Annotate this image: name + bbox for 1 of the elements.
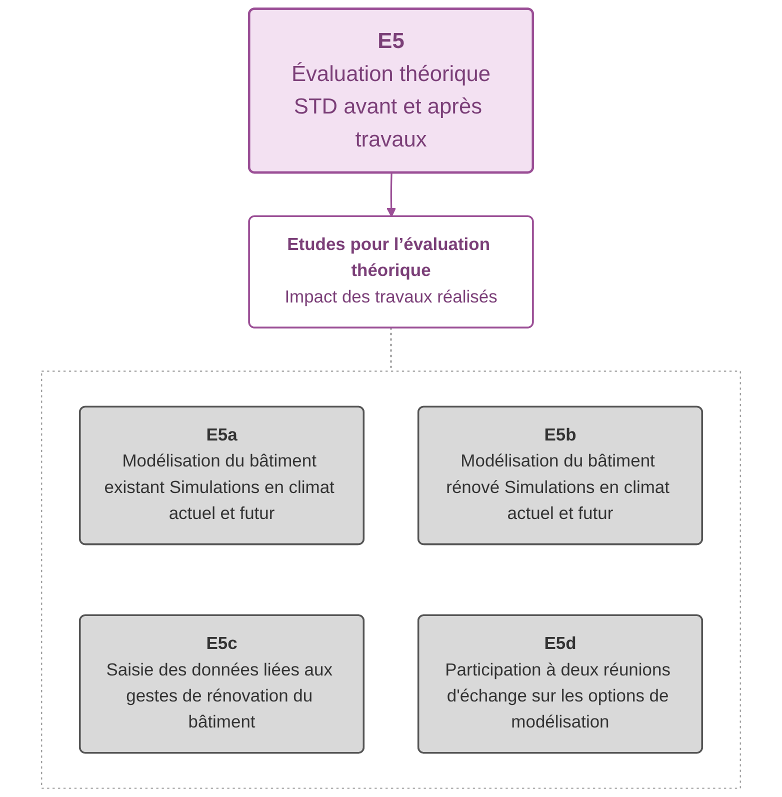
arrow	[386, 173, 396, 218]
